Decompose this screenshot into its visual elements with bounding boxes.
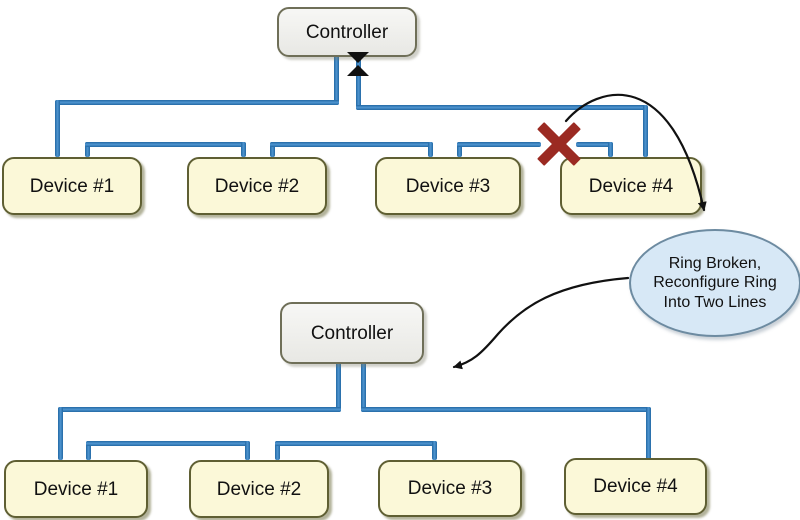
link-bottom-device4-drop xyxy=(646,407,651,460)
bottom-controller-label: Controller xyxy=(310,322,394,344)
top-device-3-box: Device #3 xyxy=(375,157,521,215)
callout-line-2: Reconfigure Ring xyxy=(653,274,777,292)
arrow-callout-to-new-topology-icon xyxy=(452,276,630,370)
link-bottom-controller-right-drop xyxy=(361,360,366,412)
link-bottom-device2-right-riser xyxy=(275,441,280,460)
ring-broken-callout: Ring Broken, Reconfigure Ring Into Two L… xyxy=(629,229,800,337)
link-top-device1-left-drop xyxy=(55,100,60,157)
bottom-controller-box: Controller xyxy=(280,302,424,364)
bottom-device-3-box: Device #3 xyxy=(378,460,522,517)
blocked-port-icon xyxy=(347,52,369,76)
link-top-device3-left-drop xyxy=(428,142,433,157)
link-bottom-line2-horizontal xyxy=(361,407,651,412)
top-controller-label: Controller xyxy=(305,21,389,43)
callout-line-1: Ring Broken, xyxy=(668,254,762,272)
top-device-2-box: Device #2 xyxy=(187,157,327,215)
link-bottom-device2-device3 xyxy=(275,441,437,446)
link-top-device4-left-drop xyxy=(608,142,613,157)
link-bottom-controller-left-drop xyxy=(336,360,341,412)
broken-link-x-icon xyxy=(533,118,585,170)
top-device-1-label: Device #1 xyxy=(29,175,115,197)
link-top-device3-right-riser xyxy=(457,142,462,157)
bottom-device-3-label: Device #3 xyxy=(407,478,493,499)
link-bottom-device1-device2 xyxy=(86,441,250,446)
link-bottom-line1-horizontal xyxy=(58,407,341,412)
top-device-2-label: Device #2 xyxy=(214,175,300,197)
link-top-device1-right-riser xyxy=(85,142,90,157)
link-bottom-device3-left-drop xyxy=(432,441,437,460)
link-top-device2-left-drop xyxy=(241,142,246,157)
link-top-device4-right-drop xyxy=(643,105,648,157)
link-top-controller-right-drop xyxy=(356,53,361,110)
top-device-4-label: Device #4 xyxy=(588,175,674,197)
link-top-controller-left-drop xyxy=(334,53,339,105)
bottom-device-1-box: Device #1 xyxy=(4,460,148,518)
link-bottom-device1-left-drop xyxy=(58,407,63,460)
link-top-device2-device3 xyxy=(270,142,433,147)
callout-line-3: Into Two Lines xyxy=(663,293,767,311)
bottom-device-2-label: Device #2 xyxy=(216,478,302,500)
bottom-device-4-box: Device #4 xyxy=(564,458,707,515)
top-device-1-box: Device #1 xyxy=(2,157,142,215)
link-top-device3-device4-broken-left xyxy=(457,142,541,147)
link-top-ring-left-horizontal xyxy=(55,100,339,105)
link-top-device2-right-riser xyxy=(270,142,275,157)
link-bottom-device2-left-drop xyxy=(245,441,250,460)
link-top-device1-device2 xyxy=(85,142,246,147)
bottom-device-2-box: Device #2 xyxy=(189,460,329,518)
link-bottom-device1-right-riser xyxy=(86,441,91,460)
link-top-ring-right-horizontal xyxy=(356,105,646,110)
top-device-3-label: Device #3 xyxy=(405,175,491,197)
bottom-device-4-label: Device #4 xyxy=(593,476,678,497)
top-controller-box: Controller xyxy=(277,7,417,57)
bottom-device-1-label: Device #1 xyxy=(33,478,119,500)
